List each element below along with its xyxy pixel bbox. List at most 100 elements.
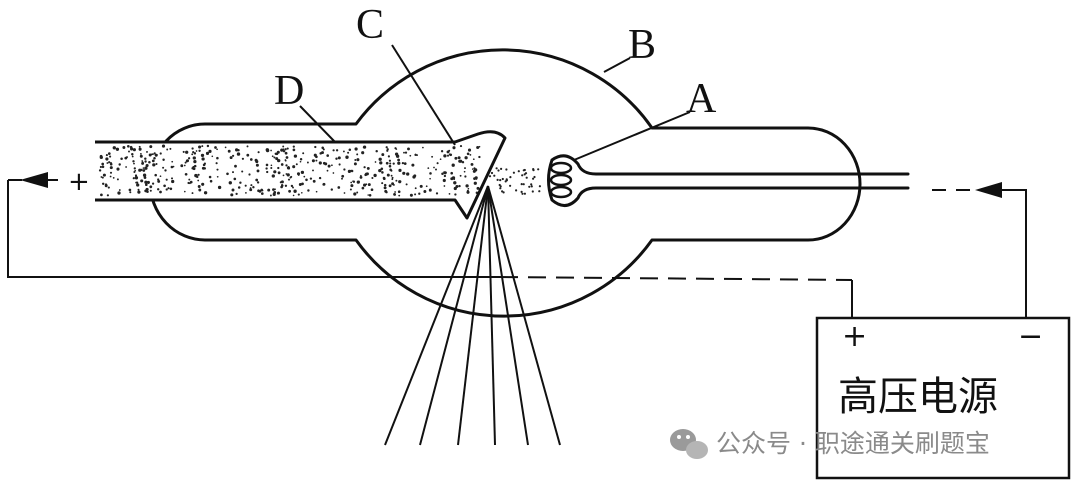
xray-beam-line bbox=[457, 185, 489, 446]
anode-speckle bbox=[249, 188, 253, 192]
anode-speckle bbox=[284, 148, 287, 151]
anode-speckle bbox=[216, 156, 219, 160]
anode-speckle bbox=[394, 147, 397, 150]
anode-speckle bbox=[280, 180, 284, 184]
anode-speckle bbox=[266, 170, 269, 174]
anode-speckle bbox=[414, 153, 417, 157]
anode-speckle bbox=[359, 175, 363, 179]
anode-speckle bbox=[386, 173, 390, 177]
anode-speckle bbox=[163, 184, 166, 188]
anode-speckle bbox=[439, 158, 442, 161]
anode-speckle bbox=[136, 181, 139, 184]
anode-speckle bbox=[99, 155, 103, 160]
power-supply: + − 高压电源 bbox=[815, 316, 1071, 480]
anode-speckle bbox=[122, 146, 126, 149]
anode-speckle bbox=[287, 178, 291, 181]
anode-speckle bbox=[138, 147, 142, 151]
anode-speckle bbox=[275, 152, 279, 156]
label-a: A bbox=[686, 76, 717, 122]
anode-speckle bbox=[450, 177, 454, 181]
anode-speckle bbox=[382, 177, 386, 181]
anode-speckle bbox=[280, 183, 284, 187]
power-supply-plus: + bbox=[842, 319, 867, 354]
anode-speckle bbox=[142, 169, 146, 172]
anode-speckle bbox=[347, 151, 350, 154]
anode-speckle bbox=[232, 171, 234, 174]
anode-speckle bbox=[165, 178, 168, 181]
anode-rod-body bbox=[112, 131, 505, 218]
anode-speckle bbox=[154, 173, 157, 177]
anode-speckle bbox=[191, 147, 194, 150]
anode-speckle bbox=[324, 162, 328, 166]
anode-speckle bbox=[345, 155, 349, 159]
anode-speckle bbox=[105, 154, 108, 157]
electron-dot bbox=[515, 189, 518, 192]
anode-speckle bbox=[322, 183, 325, 186]
anode-speckle bbox=[284, 151, 288, 155]
anode-speckle bbox=[419, 184, 423, 188]
circuit-negative-wire bbox=[985, 189, 1027, 318]
anode-speckle bbox=[235, 148, 239, 152]
anode-speckle bbox=[101, 162, 105, 166]
anode-speckle bbox=[237, 149, 240, 152]
anode-speckle bbox=[404, 151, 408, 154]
anode-speckle bbox=[249, 158, 253, 161]
anode-speckle bbox=[116, 167, 120, 171]
anode-speckle bbox=[162, 158, 165, 162]
anode-speckle bbox=[475, 177, 478, 180]
anode-speckle bbox=[100, 193, 103, 197]
anode-speckle bbox=[284, 184, 288, 187]
electron-dot bbox=[523, 168, 526, 172]
anode-speckle bbox=[231, 188, 235, 192]
anode-speckle bbox=[361, 151, 365, 155]
anode-speckle bbox=[350, 181, 353, 184]
anode-speckle bbox=[280, 163, 284, 166]
anode-speckle bbox=[467, 148, 472, 152]
anode-speckle bbox=[384, 189, 388, 193]
anode-speckle bbox=[319, 152, 322, 155]
anode-speckle bbox=[326, 154, 329, 157]
electron-dot bbox=[495, 167, 498, 170]
anode-speckle bbox=[144, 180, 148, 184]
anode-speckle bbox=[276, 192, 280, 195]
anode-speckle bbox=[144, 157, 147, 160]
anode-speckle bbox=[133, 162, 135, 165]
anode-speckle bbox=[464, 175, 467, 178]
anode-speckle bbox=[228, 181, 232, 185]
anode-speckle bbox=[352, 180, 356, 183]
electron-dot bbox=[490, 171, 494, 175]
anode-speckle bbox=[448, 193, 451, 195]
anode-speckle bbox=[378, 157, 382, 161]
anode-speckle bbox=[141, 160, 144, 162]
anode-speckle bbox=[146, 180, 150, 184]
anode-speckle bbox=[271, 155, 274, 158]
anode-speckle bbox=[132, 160, 135, 163]
anode-speckle bbox=[465, 184, 469, 188]
anode-speckle bbox=[239, 181, 242, 184]
anode-speckle bbox=[367, 194, 370, 196]
anode-speckle bbox=[303, 175, 306, 178]
anode-speckle bbox=[280, 148, 284, 152]
anode-speckle bbox=[472, 158, 475, 161]
anode-speckle bbox=[184, 172, 188, 176]
anode-speckle bbox=[290, 184, 294, 188]
anode-speckle bbox=[395, 179, 398, 182]
anode-speckle bbox=[169, 187, 173, 191]
anode-speckle bbox=[452, 146, 456, 150]
anode-speckle bbox=[412, 175, 416, 179]
anode-speckle bbox=[297, 174, 300, 176]
xray-beam-line bbox=[419, 185, 489, 446]
anode-speckle bbox=[159, 152, 162, 155]
electron-dot bbox=[521, 192, 524, 195]
cathode-assembly bbox=[547, 154, 910, 207]
electron-dot bbox=[530, 183, 533, 186]
xray-beam-line bbox=[487, 185, 529, 446]
anode-speckle bbox=[148, 161, 151, 164]
anode-speckle bbox=[366, 166, 370, 170]
anode-speckle bbox=[467, 187, 470, 190]
anode-speckle bbox=[184, 190, 186, 193]
electron-dot bbox=[505, 168, 508, 171]
electron-dot bbox=[537, 168, 540, 171]
anode-speckle bbox=[217, 185, 222, 190]
